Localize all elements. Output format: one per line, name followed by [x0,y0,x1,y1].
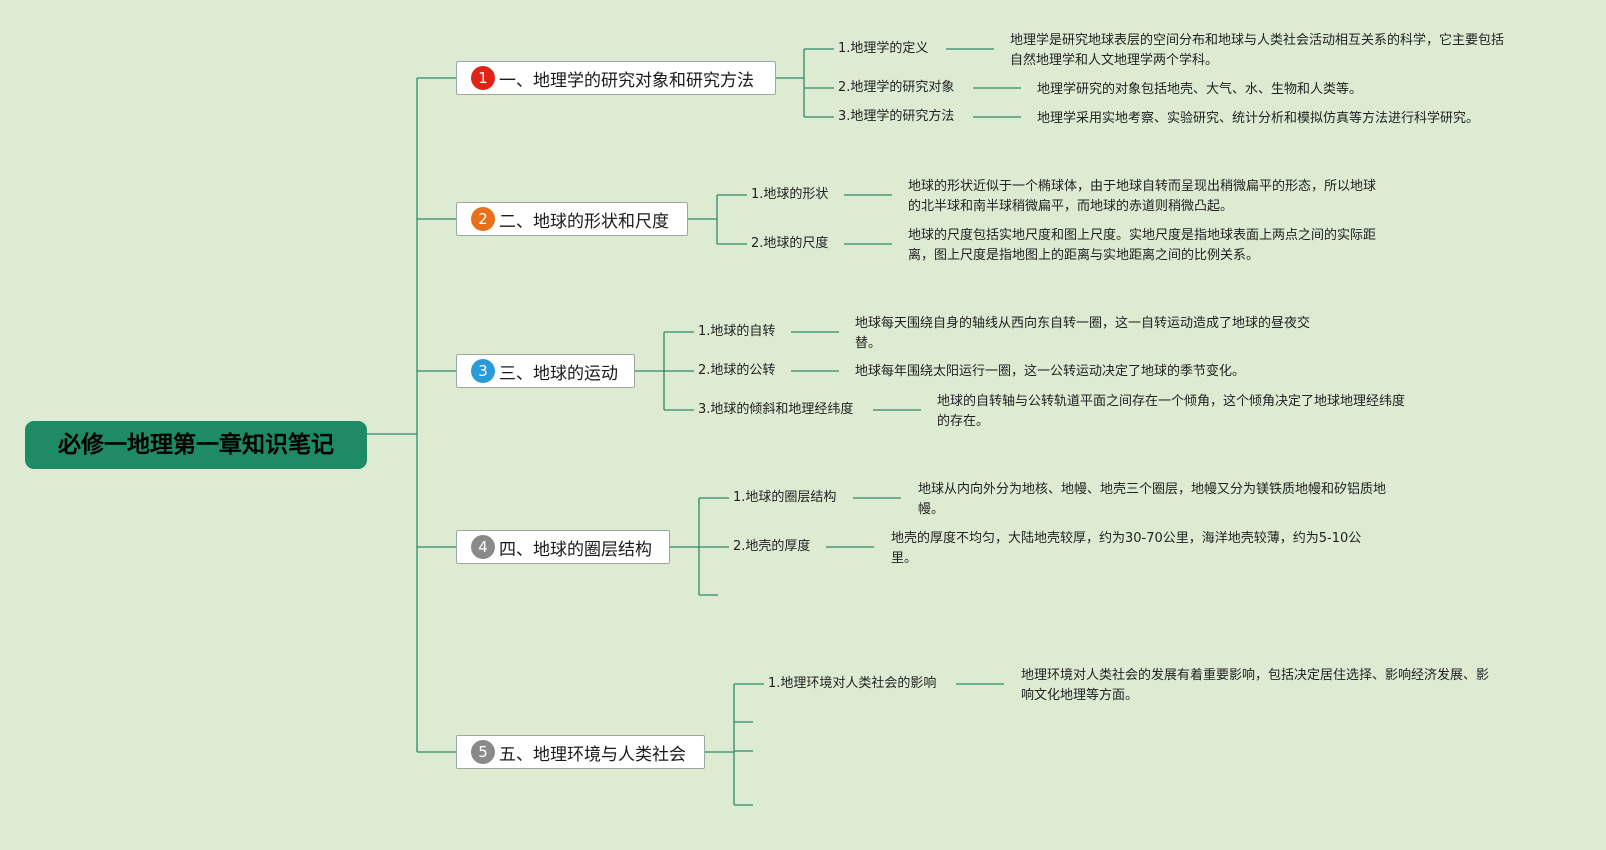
topic-number-badge: 5 [471,740,495,764]
subtopic-note: 地球每天围绕自身的轴线从西向东自转一圈，这一自转运动造成了地球的昼夜交替。 [855,316,1311,351]
subtopic-node[interactable]: 2.地壳的厚度 [733,539,811,554]
topic-number-badge: 1 [471,66,495,90]
topic-label: 三、地球的运动 [499,363,618,384]
subtopic-node[interactable]: 2.地理学的研究对象 [838,80,955,95]
subtopic-node[interactable]: 1.地理学的定义 [838,41,929,56]
subtopic-note: 地球的尺度包括实地尺度和图上尺度。实地尺度是指地球表面上两点之间的实际距离，图上… [908,228,1377,263]
subtopic-note: 地壳的厚度不均匀，大陆地壳较厚，约为30-70公里，海洋地壳较薄，约为5-10公… [891,531,1362,566]
subtopic-node[interactable]: 2.地球的尺度 [751,236,829,251]
subtopic-note: 地球每年围绕太阳运行一圈，这一公转运动决定了地球的季节变化。 [855,364,1246,379]
subtopic-note: 地理学采用实地考察、实验研究、统计分析和模拟仿真等方法进行科学研究。 [1037,111,1480,126]
topic-number-badge: 3 [471,359,495,383]
topic-number-badge: 4 [471,535,495,559]
root-title: 必修一地理第一章知识笔记 [25,421,367,469]
subtopic-node[interactable]: 2.地球的公转 [698,363,776,378]
subtopic-node[interactable]: 1.地理环境对人类社会的影响 [768,676,937,691]
subtopic-note: 地球的自转轴与公转轨道平面之间存在一个倾角，这个倾角决定了地球地理经纬度的存在。 [937,394,1406,429]
subtopic-node[interactable]: 3.地球的倾斜和地理经纬度 [698,402,854,417]
subtopic-note: 地理环境对人类社会的发展有着重要影响，包括决定居住选择、影响经济发展、影响文化地… [1021,668,1490,703]
subtopic-note: 地球从内向外分为地核、地幔、地壳三个圈层，地幔又分为镁铁质地幔和矽铝质地幔。 [918,482,1387,517]
subtopic-node[interactable]: 1.地球的自转 [698,324,776,339]
subtopic-note: 地球的形状近似于一个椭球体，由于地球自转而呈现出稍微扁平的形态，所以地球的北半球… [908,179,1377,214]
topic-label: 一、地理学的研究对象和研究方法 [499,70,754,91]
subtopic-node[interactable]: 1.地球的形状 [751,187,829,202]
topic-label: 四、地球的圈层结构 [499,539,652,560]
subtopic-node[interactable]: 1.地球的圈层结构 [733,490,837,505]
subtopic-note: 地理学研究的对象包括地壳、大气、水、生物和人类等。 [1037,82,1363,97]
topic-label: 二、地球的形状和尺度 [499,211,669,232]
subtopic-node[interactable]: 3.地理学的研究方法 [838,109,955,124]
topic-label: 五、地理环境与人类社会 [499,744,686,765]
topic-number-badge: 2 [471,207,495,231]
subtopic-note: 地理学是研究地球表层的空间分布和地球与人类社会活动相互关系的科学，它主要包括自然… [1010,33,1505,68]
